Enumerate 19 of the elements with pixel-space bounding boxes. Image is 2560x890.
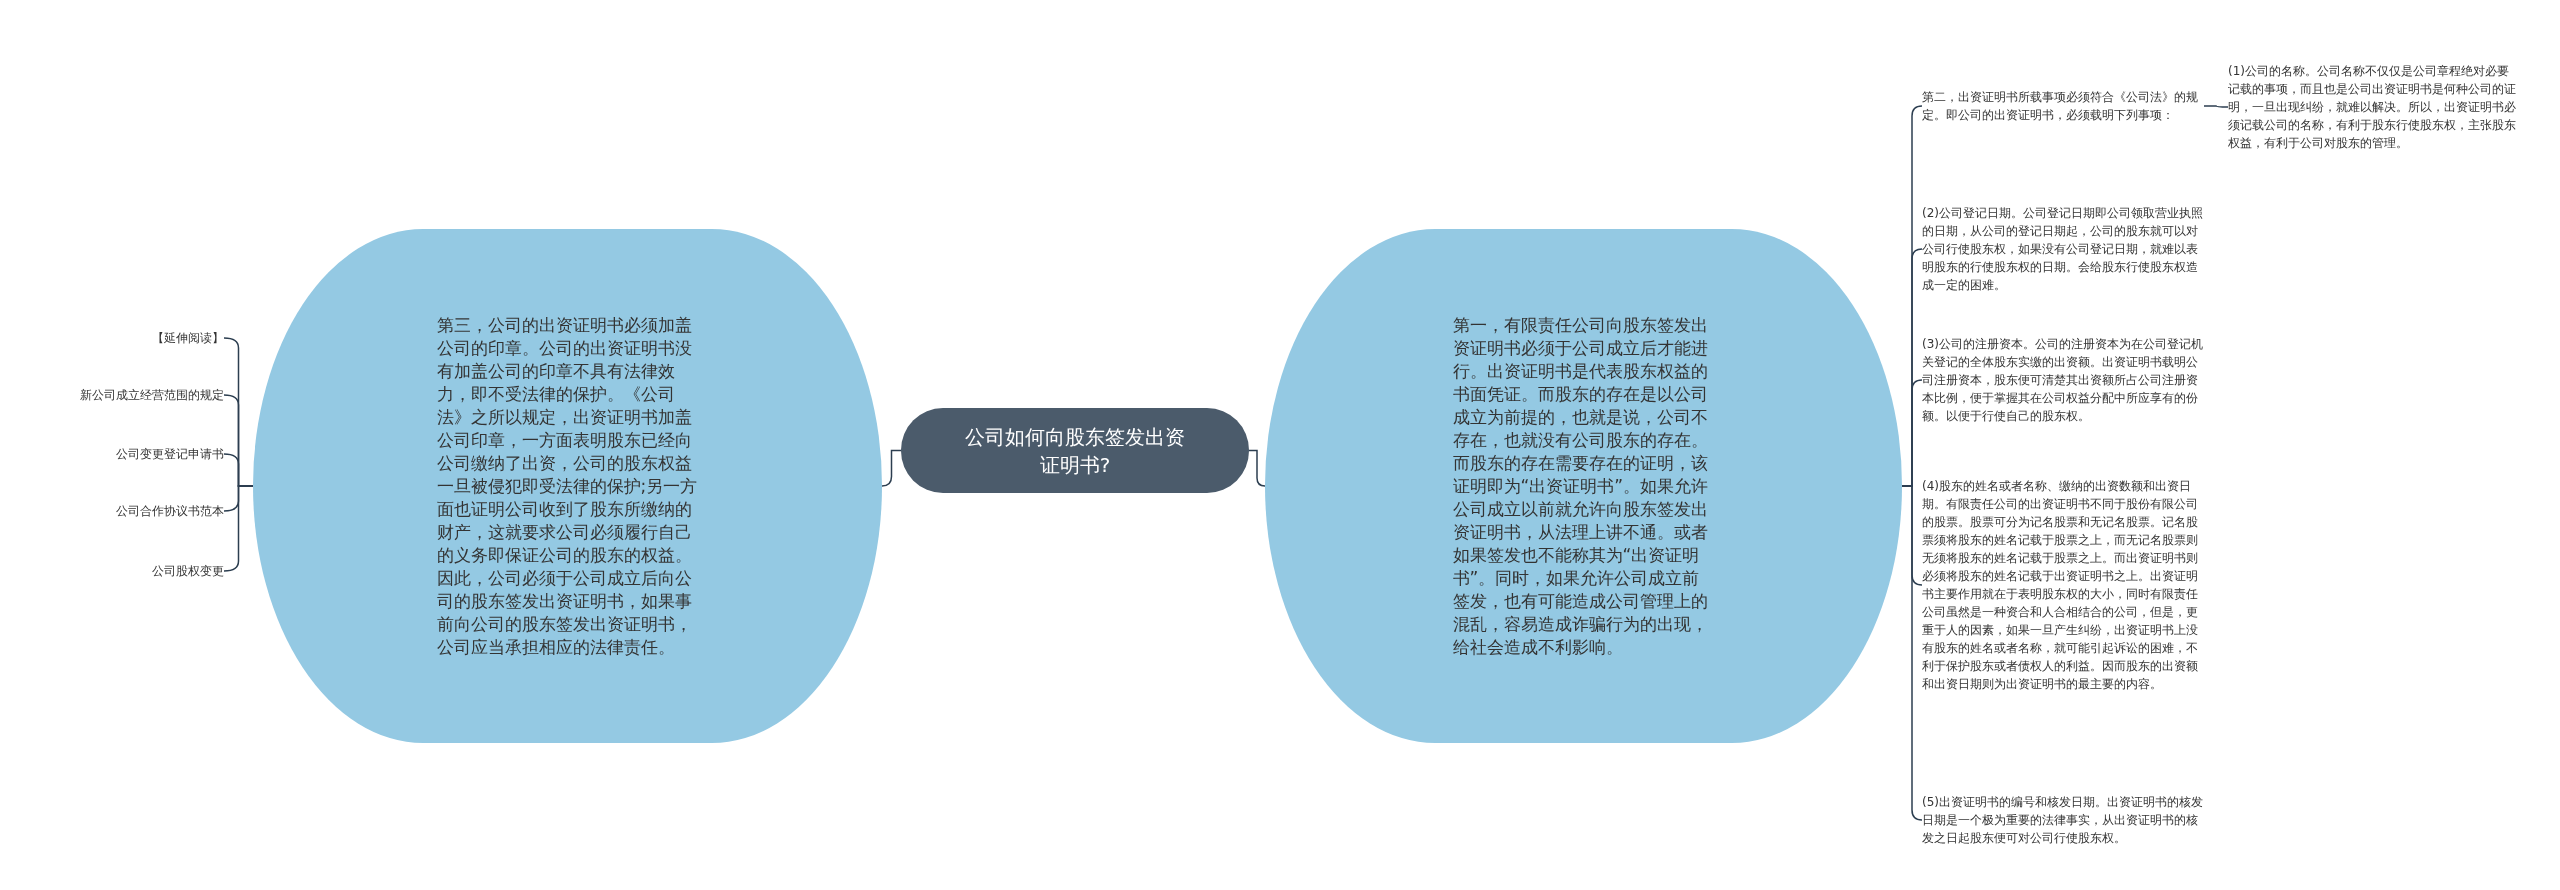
node-text: 公司股权变更 (151, 563, 224, 580)
connector-line (2203, 105, 2229, 108)
node-text: (1)公司的名称。公司名称不仅仅是公司章程绝对必要记载的事项，而且也是公司出资证明书是何种公司的证明，一旦出现纠纷，就难以解决。所以，出资证明书必须记载公司的名称，有利于股东行使股东权，主张股东权益，有利于公司对股东的管理。 (2228, 63, 2517, 152)
node-text: (3)公司的注册资本。公司的注册资本为在公司登记机关登记的全体股东实缴的出资额。出资证明书载明公司注册资本，股东便可清楚其出资额所占公司注册资本比例，便于掌握其在公司权益分配中所应享有的份额。以便于行使自己的股东权。 (1922, 336, 2204, 425)
node-text: (4)股东的姓名或者名称、缴纳的出资数额和出资日期。有限责任公司的出资证明书不同于股份有限公司的股票。股票可分为记名股票和无记名股票。记名股票须将股东的姓名记载于股票之上，而无记名股票则无须将股东的姓名记载于股票之上。而出资证明书则必须将股东的姓名记载于出资证明书之上。出资证明书主要作用就在于表明股东权的大小，同时有限责任公司虽然是一种资合和人合相结合的公司，但是，更重于人的因素，如果一旦产生纠纷，出资证明书上没有股东的姓名或者名称，就可能引起诉讼的困难，不利于保护股东或者债权人的利益。因而股东的出资额和出资日期则为出资证明书的最主要的内容。 (1922, 478, 2199, 693)
connector-line (881, 449, 902, 487)
node-text: (5)出资证明书的编号和核发日期。出资证明书的核发日期是一个极为重要的法律事实，从出资证明书的核发之日起股东便可对公司行使股东权。 (1922, 794, 2204, 847)
topic-title: 公司如何向股东签发出资证明书? (964, 423, 1186, 479)
connector-line (1248, 449, 1266, 487)
node-text: 新公司成立经营范围的规定 (79, 387, 224, 404)
node-text: 公司合作协议书范本 (115, 503, 224, 520)
node-text: 【延伸阅读】 (151, 330, 224, 347)
node-text: 第三，公司的出资证明书必须加盖公司的印章。公司的出资证明书没有加盖公司的印章不具有法律效力，即不受法律的保护。《公司法》之所以规定，出资证明书加盖公司印章，一方面表明股东已经向公司缴纳了出资，公司的股东权益一旦被侵犯即受法律的保护;另一方面也证明公司收到了股东所缴纳的财产，这就要求公司必须履行自己的义务即保证公司的股东的权益。因此，公司必须于公司成立后向公司的股东签发出资证明书，如果事前向公司的股东签发出资证明书，公司应当承担相应的法律责任。 (436, 313, 699, 659)
node-text: 第二，出资证明书所载事项必须符合《公司法》的规定。即公司的出资证明书，必须载明下列事项： (1922, 89, 2199, 124)
node-text: 公司变更登记申请书 (115, 446, 224, 463)
connector-line (1901, 485, 1923, 821)
node-text: (2)公司登记日期。公司登记日期即公司领取营业执照的日期，从公司的登记日期起，公司的股东就可以对公司行使股东权，如果没有公司登记日期，就难以表明股东的行使股东权的日期。会给股东行使股东权造成一定的困难。 (1922, 205, 2204, 294)
connector-line (223, 485, 254, 572)
node-text: 第一，有限责任公司向股东签发出资证明书必须于公司成立后才能进行。出资证明书是代表股东权益的书面凭证。而股东的存在是以公司成立为前提的，也就是说，公司不存在，也就没有公司股东的存在。而股东的存在需要存在的证明，该证明即为“出资证明书”。如果允许公司成立以前就允许向股东签发出资证明书，从法理上讲不通。或者如果签发也不能称其为“出资证明书”。同时，如果允许公司成立前签发，也有可能造成公司管理上的混乱，容易造成诈骗行为的出现，给社会造成不利影响。 (1452, 313, 1710, 659)
